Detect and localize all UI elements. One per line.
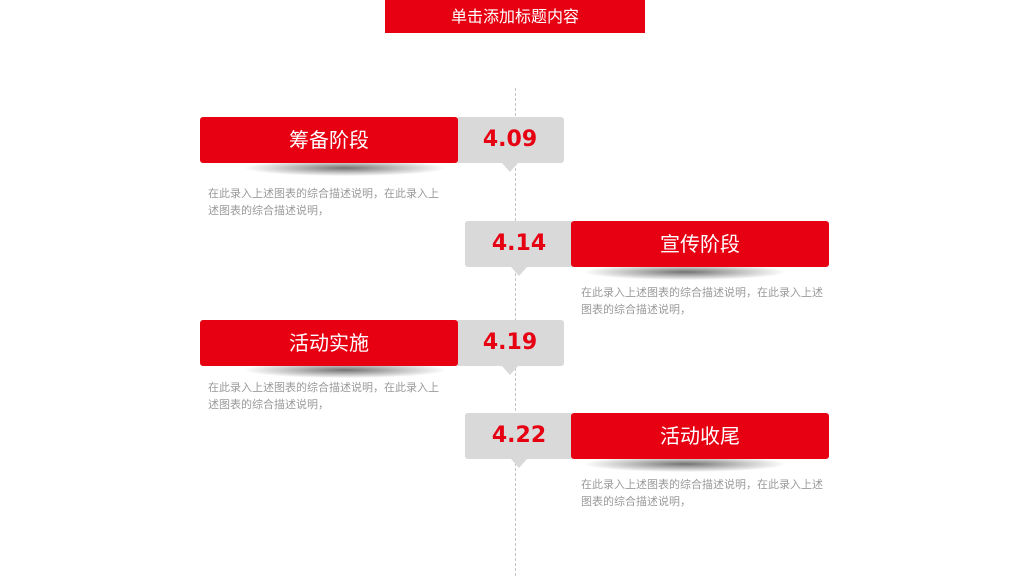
stage-date: 4.09 [456, 117, 564, 172]
stage-description: 在此录入上述图表的综合描述说明，在此录入上述图表的综合描述说明， [581, 478, 823, 508]
stage-label: 筹备阶段 [200, 117, 458, 163]
stage-description: 在此录入上述图表的综合描述说明，在此录入上述图表的综合描述说明， [208, 187, 439, 217]
stage-shadow [585, 264, 785, 280]
stage-label: 活动收尾 [571, 413, 829, 459]
stage-date: 4.22 [465, 413, 573, 468]
stage-label: 活动实施 [200, 320, 458, 366]
stage-shadow [585, 456, 785, 472]
page-title: 单击添加标题内容 [385, 0, 645, 33]
stage-date: 4.19 [456, 320, 564, 375]
stage-shadow [245, 160, 445, 176]
stage-shadow [245, 362, 445, 378]
stage-description: 在此录入上述图表的综合描述说明，在此录入上述图表的综合描述说明， [208, 381, 439, 411]
stage-date: 4.14 [465, 221, 573, 276]
stage-label: 宣传阶段 [571, 221, 829, 267]
stage-description: 在此录入上述图表的综合描述说明，在此录入上述图表的综合描述说明， [581, 286, 823, 316]
